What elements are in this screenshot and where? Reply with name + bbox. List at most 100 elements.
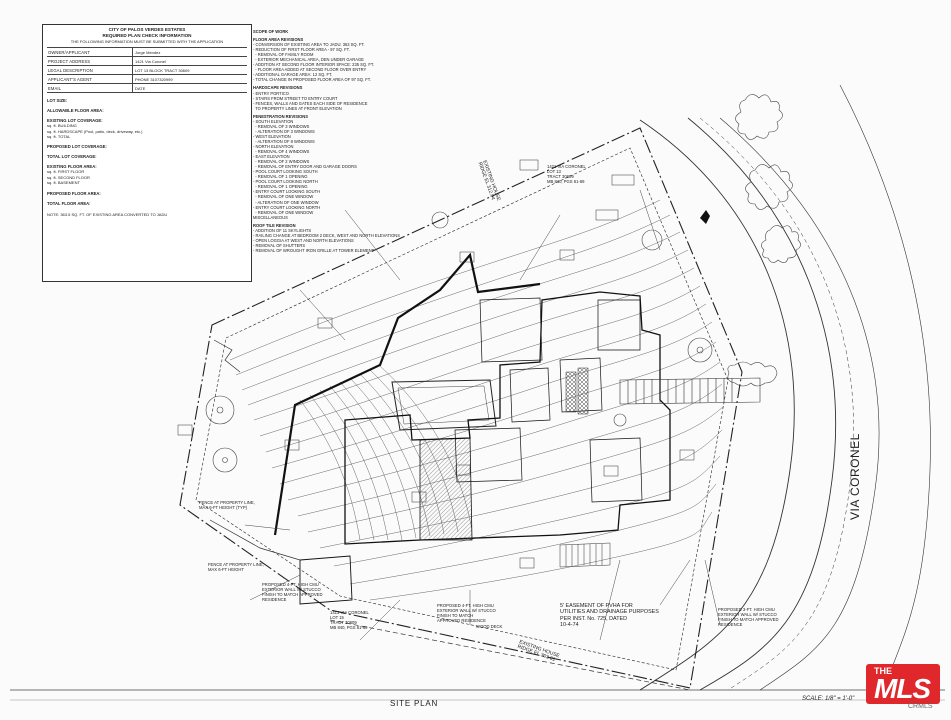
total-coverage-label: TOTAL LOT COVERAGE: (47, 154, 97, 160)
scope-line: - ADDITION OF 11 SKYLIGHTS (253, 227, 312, 233)
driveway-stairs (619, 377, 761, 405)
spot-elevations (177, 159, 695, 569)
scope-line: - FENCES, WALLS AND GATES EACH SIDE OF R… (253, 100, 368, 106)
scope-section-heading: HARDSCAPE REVISIONS (253, 85, 303, 91)
scope-line: - WEST ELEVATION (253, 133, 291, 139)
scale-label: SCALE: 1/8" = 1'-0" (802, 696, 855, 702)
info-key: EMAIL (47, 84, 133, 93)
coverage-line: sq. ft. BUILDING (47, 123, 77, 129)
scope-sections: FLOOR AREA REVISIONS- CONVERSION OF EXIS… (253, 37, 403, 253)
info-value: Jorge Mendez (135, 49, 161, 55)
scope-line: - ALTERATION OF 8 WINDOWS (253, 138, 315, 144)
info-key: PROJECT ADDRESS (47, 57, 133, 66)
easement-line: 10-4-74 (560, 622, 579, 629)
site-plan-title: SITE PLAN (390, 699, 439, 708)
scope-line: - REMOVAL OF 2 WINDOWS (253, 159, 310, 165)
scope-line: - ALTERATION OF 3 WINDOWS (253, 128, 315, 134)
scope-line: - REMOVAL OF ONE WINDOW (253, 194, 314, 200)
scope-line: - REMOVAL OF 1 OPENING (253, 184, 308, 190)
scope-line: - ENTRY COURT LOOKING NORTH (253, 204, 321, 210)
scope-line: - EXTERIOR MECHANICAL AREA, DEN UNDER GA… (253, 57, 364, 63)
scope-line: - FLOOR AREA ADDED AT SECOND FLOOR OVER … (253, 67, 367, 73)
wall-note: PROPOSED 3-FT. HIGH CMU EXTERIOR WALL W/… (718, 607, 779, 627)
tree-symbols (205, 211, 713, 473)
proposed-floor-label: PROPOSED FLOOR AREA: (47, 190, 101, 196)
easement-line: UTILITIES AND DRAINAGE PURPOSES (560, 609, 659, 616)
scope-line: - SOUTH ELEVATION (253, 118, 294, 124)
info-value: 1421 Via Coronel (135, 58, 166, 64)
sheet-title: SITE PLAN (390, 693, 438, 711)
scope-line: - REMOVAL OF SHUTTERS (253, 242, 306, 248)
info-row: PROJECT ADDRESS 1421 Via Coronel (47, 57, 247, 67)
proposed-coverage-label: PROPOSED LOT COVERAGE: (47, 144, 107, 150)
lot-size-label: LOT SIZE: (47, 98, 68, 104)
street-curb-lines (639, 84, 931, 701)
scope-line: TO PROPERTY LINES AT FRONT ELEVATION (253, 105, 342, 111)
pool (391, 379, 497, 431)
scope-line: - REMOVAL OF FAMILY ROOM (253, 52, 314, 58)
existing-floor-label: EXISTING FLOOR AREA: (47, 164, 97, 170)
neighbor-line: LOT 15 (330, 615, 344, 620)
scope-section-heading: FENESTRATION REVISIONS (253, 113, 308, 119)
scope-line: - REMOVAL OF 3 WINDOWS (253, 123, 310, 129)
neighbor-line: MB 840, PGS 61-69 (547, 179, 585, 184)
scope-line: - REDUCTION OF FIRST FLOOR AREA - 97 SQ.… (253, 47, 350, 53)
logo-top-text: THE (874, 666, 892, 676)
floor-line: sq. ft. BASEMENT (47, 180, 80, 186)
easement-line: PER INST. No. 725, DATED (560, 615, 628, 622)
info-box-instruction: THE FOLLOWING INFORMATION MUST BE SUBMIT… (70, 39, 224, 45)
total-floor-label: TOTAL FLOOR AREA: (47, 200, 91, 206)
info-table: OWNER/APPLICANT Jorge Mendez PROJECT ADD… (47, 47, 247, 94)
floor-line: sq. ft. FIRST FLOOR (47, 169, 85, 175)
neighbor-line: TRACT 30609 (330, 620, 357, 625)
info-footnote: NOTE: 363.5 SQ. FT. OF EXISTING AREA CON… (47, 211, 168, 217)
info-row: OWNER/APPLICANT Jorge Mendez (47, 48, 247, 58)
wall-note: PROPOSED 4-FT. HIGH CMU EXTERIOR WALL W/… (262, 582, 323, 602)
scope-line: - ALTERATION OF ONE WINDOW (253, 199, 319, 205)
scope-line: - RAILING CHANGE AT BEDROOM 2 DECK, WEST… (253, 232, 400, 238)
scope-section-heading: ROOF TILE REVISION (253, 222, 296, 228)
scope-line: - REMOVAL OF 1 OPENING (253, 174, 308, 180)
info-row: APPLICANT'S AGENT PHONE 3107320999 (47, 75, 247, 85)
fence-note: FENCE AT PROPERTY LINE, MAX 6-FT HEIGHT … (199, 500, 255, 510)
allowable-floor-label: ALLOWABLE FLOOR AREA: (47, 108, 104, 114)
info-value: LOT 13 BLOCK TRACT 30609 (135, 67, 190, 73)
leader-lines (244, 189, 721, 641)
house-footprint (299, 291, 671, 605)
neighbor-line: 1413 VIA CORONEL (330, 610, 369, 615)
scope-line: - POOL COURT LOOKING SOUTH (253, 169, 318, 175)
floor-line: sq. ft. SECOND FLOOR (47, 174, 90, 180)
scope-line: - ENTRY COURT LOOKING SOUTH (253, 189, 321, 195)
mls-logo-mark (866, 664, 940, 704)
scope-line: MISCELLANEOUS (253, 214, 288, 220)
neighbor-north-label: 1421 VIA CORONEL LOT 13 TRACT 30609 MB 8… (547, 164, 586, 184)
scope-line: - POOL COURT LOOKING NORTH (253, 179, 318, 185)
easement-note: 5' EASEMENT OF PVHA FOR UTILITIES AND DR… (560, 603, 659, 629)
info-row: EMAIL DATE (47, 84, 247, 94)
neighbor-line: MB 840, PGS 61-69 (330, 625, 368, 630)
coverage-line: sq. ft. TOTAL (47, 134, 71, 139)
mls-logo: THE MLS (868, 664, 940, 708)
neighbor-line: LOT 13 (547, 169, 561, 174)
crmls-credit: CRMLS (908, 703, 933, 710)
neighbor-line: TRACT 30609 (547, 174, 574, 179)
easement-line: 5' EASEMENT OF PVHA FOR (560, 603, 633, 609)
info-key: APPLICANT'S AGENT (47, 75, 133, 84)
scope-line: - REMOVAL OF ONE WINDOW (253, 209, 314, 215)
scope-line: - CONVERSION OF EXISTING AREA TO JADU: 3… (253, 42, 365, 48)
scope-of-work: SCOPE OF WORK FLOOR AREA REVISIONS- CONV… (253, 26, 403, 253)
neighbor-line: 1421 VIA CORONEL (547, 164, 586, 169)
info-value: PHONE 3107320999 (135, 76, 173, 82)
scope-section-heading: FLOOR AREA REVISIONS (253, 37, 304, 43)
street-name-label: VIA CORONEL (848, 433, 862, 520)
scope-line: - ENTRY PORTICO (253, 90, 289, 96)
info-box-subtitle: REQUIRED PLAN CHECK INFORMATION (102, 32, 192, 38)
info-value: DATE (135, 85, 146, 91)
coverage-line: sq. ft. HARDSCAPE (Pool, patio, deck, dr… (47, 128, 143, 134)
scope-line: - ADDITION AT SECOND FLOOR INTERIOR SPAC… (253, 62, 375, 68)
scope-line: - REMOVAL OF WROUGHT IRON GRILLE AT TOWE… (253, 247, 375, 253)
vegetation (727, 94, 801, 387)
scope-line: - REMOVAL OF 4 WINDOWS (253, 149, 310, 155)
